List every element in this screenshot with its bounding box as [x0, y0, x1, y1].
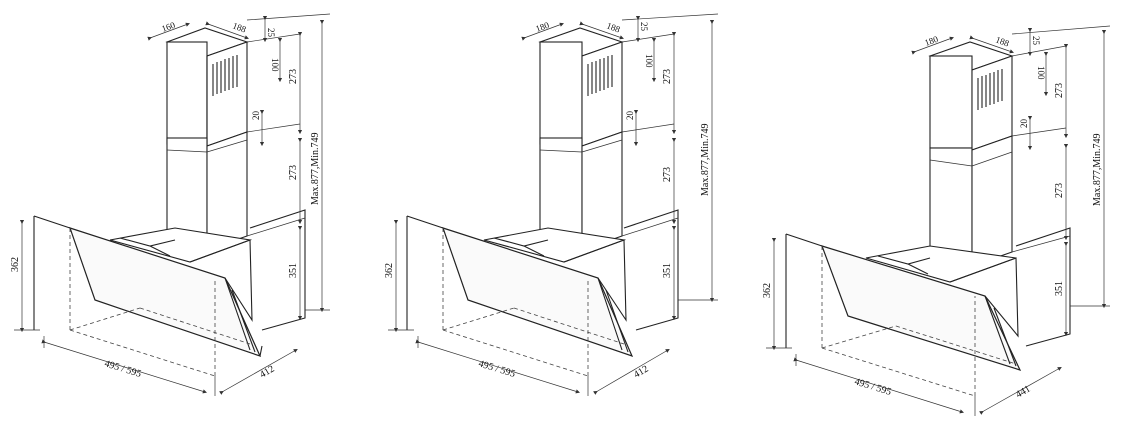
upper-height-label: 273 — [662, 69, 673, 84]
duct-width-label: 188 — [231, 20, 248, 34]
upper-chimney — [928, 41, 1014, 151]
hood-drawing-2: 180 188 25 100 273 20 273 351 Max.877,Mi… — [384, 13, 719, 396]
duct-depth-label: 160 — [160, 20, 177, 34]
wall-outline — [246, 209, 306, 331]
lower-height-label: 273 — [662, 167, 673, 182]
overlap-label: 20 — [625, 111, 635, 121]
width-label: 495 / 595 — [853, 376, 892, 398]
total-height-label: Max.877,Min.749 — [310, 133, 321, 206]
hood-height-label: 362 — [762, 283, 773, 298]
hood-body — [785, 233, 1022, 371]
dimension-labels: 180 188 25 100 273 20 273 351 Max.877,Mi… — [762, 34, 1103, 401]
vent-slots — [587, 55, 613, 96]
depth-label: 412 — [258, 364, 276, 381]
top-gap-label: 25 — [266, 28, 276, 38]
depth-label: 412 — [632, 364, 650, 381]
dimension-lines — [766, 25, 1111, 416]
overlap-label: 20 — [1019, 119, 1029, 129]
hood-section-label: 351 — [1054, 281, 1065, 296]
wall-outline — [621, 209, 679, 331]
top-gap-label: 25 — [1031, 36, 1041, 46]
dimension-lines — [14, 13, 331, 396]
width-label: 495 / 595 — [103, 358, 142, 380]
upper-chimney — [538, 27, 624, 147]
dimension-lines — [388, 13, 719, 396]
vent-slots — [977, 69, 1003, 110]
total-height-label: Max.877,Min.749 — [700, 124, 711, 197]
vent-height-label: 100 — [270, 58, 280, 72]
duct-width-label: 188 — [994, 34, 1011, 48]
duct-depth-label: 180 — [534, 20, 551, 34]
vent-height-label: 100 — [1036, 66, 1046, 80]
duct-width-label: 188 — [605, 20, 622, 34]
lower-chimney — [929, 135, 1013, 267]
overlap-label: 20 — [251, 111, 261, 121]
total-height-label: Max.877,Min.749 — [1092, 134, 1103, 207]
width-label: 495 / 595 — [477, 358, 516, 380]
hood-section-label: 351 — [288, 263, 299, 278]
hood-body — [33, 215, 263, 358]
upper-height-label: 273 — [1054, 83, 1065, 98]
hood-height-label: 362 — [384, 263, 395, 278]
vent-height-label: 100 — [644, 54, 654, 68]
depth-label: 441 — [1014, 384, 1032, 401]
top-gap-label: 25 — [639, 22, 649, 32]
duct-depth-label: 180 — [923, 34, 940, 48]
hood-drawing-3: 180 188 25 100 273 20 273 351 Max.877,Mi… — [762, 25, 1111, 416]
hood-drawing-1: 160 188 25 100 273 20 273 351 Max.877,Mi… — [10, 13, 331, 396]
upper-chimney — [165, 27, 249, 147]
hood-body — [406, 215, 634, 358]
hood-section-label: 351 — [662, 263, 673, 278]
upper-height-label: 273 — [288, 69, 299, 84]
vent-slots — [212, 55, 238, 96]
hood-height-label: 362 — [10, 257, 21, 272]
wall-outline — [1011, 227, 1071, 347]
lower-height-label: 273 — [288, 165, 299, 180]
lower-height-label: 273 — [1054, 183, 1065, 198]
